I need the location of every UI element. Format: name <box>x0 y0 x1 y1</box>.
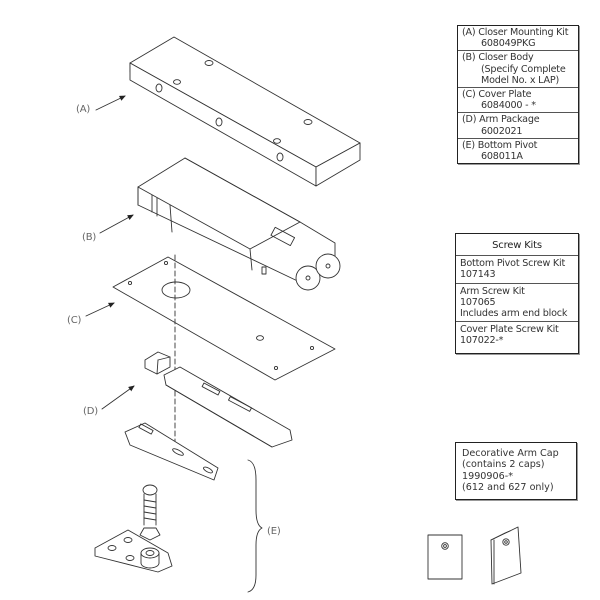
callout-b: (B) <box>82 232 97 243</box>
parts-row-c: (C) Cover Plate 6084000 - * <box>458 88 578 114</box>
parts-row-b: (B) Closer Body (Specify Complete Model … <box>458 51 578 89</box>
callout-a: (A) <box>76 104 91 115</box>
screw-kit-row: Cover Plate Screw Kit 107022-* <box>456 322 578 352</box>
bottom-pivot <box>94 459 263 593</box>
arrow-c <box>85 302 115 317</box>
screw-kits-title: Screw Kits <box>456 234 578 257</box>
part-note: (Specify Complete <box>481 63 566 75</box>
part-name: (C) Cover Plate <box>462 89 532 101</box>
callout-d: (D) <box>83 406 98 417</box>
parts-table: (A) Closer Mounting Kit 608049PKG (B) Cl… <box>457 25 579 165</box>
part-note: Model No. x LAP) <box>481 74 560 86</box>
screw-kit-row: Bottom Pivot Screw Kit 107143 <box>456 256 578 284</box>
arm-cap-applicability: (612 and 627 only) <box>462 482 554 494</box>
part-number: 6084000 - * <box>481 100 536 112</box>
part-name: (E) Bottom Pivot <box>462 139 538 151</box>
arrow-b <box>99 214 134 234</box>
kit-number: 107022-* <box>460 335 504 347</box>
screw-kit-row: Arm Screw Kit 107065 Includes arm end bl… <box>456 284 578 323</box>
part-number: 608049PKG <box>481 38 536 50</box>
arm-cap-info-box: Decorative Arm Cap (contains 2 caps) 199… <box>455 442 577 500</box>
arrow-d <box>101 385 135 410</box>
part-name: (A) Closer Mounting Kit <box>462 27 569 38</box>
kit-name: Arm Screw Kit <box>460 285 525 297</box>
kit-number: 107065 <box>460 296 496 308</box>
part-name: (D) Arm Package <box>462 114 540 126</box>
arrow-a <box>95 95 126 111</box>
part-name: (B) Closer Body <box>462 52 534 64</box>
callout-c: (C) <box>67 315 82 326</box>
closer-body <box>137 157 341 291</box>
closer-mounting-kit-bar <box>129 36 361 187</box>
part-number: 6002021 <box>481 125 523 137</box>
part-number: 608011A <box>481 151 523 163</box>
kit-number: 107143 <box>460 269 496 281</box>
arm-cap-part-number: 1990906-* <box>462 470 513 482</box>
parts-row-d: (D) Arm Package 6002021 <box>458 113 578 139</box>
arm-cap-angled <box>490 526 522 585</box>
parts-row-e: (E) Bottom Pivot 608011A <box>458 139 578 163</box>
kit-note: Includes arm end block <box>460 308 568 320</box>
screw-kits-table: Screw Kits Bottom Pivot Screw Kit 107143… <box>455 233 579 354</box>
cover-plate <box>112 254 336 461</box>
callout-e: (E) <box>267 526 281 537</box>
arm-package <box>124 351 293 481</box>
arm-cap-note: (contains 2 caps) <box>462 459 545 471</box>
kit-name: Cover Plate Screw Kit <box>460 324 559 336</box>
kit-name: Bottom Pivot Screw Kit <box>460 258 566 270</box>
arm-cap-title: Decorative Arm Cap <box>462 448 559 459</box>
arm-cap-front <box>427 534 463 580</box>
parts-row-a: (A) Closer Mounting Kit 608049PKG <box>458 26 578 52</box>
